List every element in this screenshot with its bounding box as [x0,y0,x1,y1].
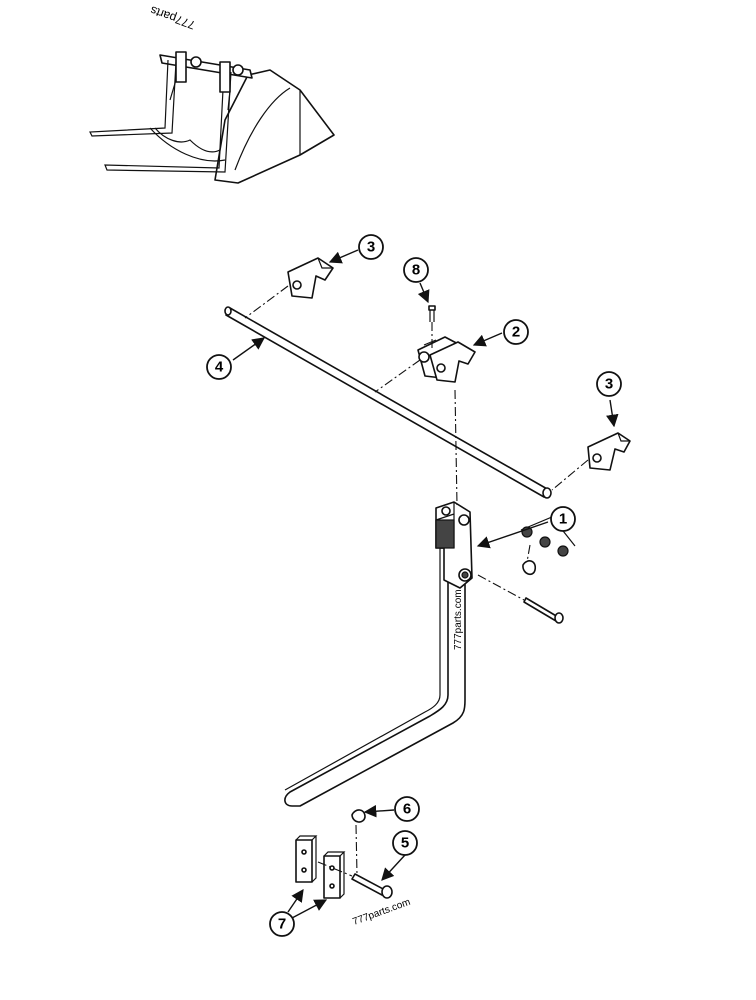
callout-3-right: 3 [596,371,622,397]
watermark-bottom: 777parts.com [351,897,412,928]
svg-text:4: 4 [215,359,224,376]
callout-5: 5 [392,830,418,856]
retainer-kit [520,516,576,624]
fork [284,501,473,807]
small-bolt [428,305,436,322]
svg-text:6: 6 [403,801,411,818]
svg-text:8: 8 [412,262,420,279]
callout-4: 4 [206,354,232,380]
clamp-bracket [417,336,476,383]
svg-text:2: 2 [512,324,520,341]
svg-text:5: 5 [401,835,409,852]
overview-bucket-illustration [89,51,335,184]
watermark-top: 777parts [148,3,197,32]
long-pin [224,306,552,499]
bracket-left [287,257,334,299]
svg-text:3: 3 [605,376,613,393]
svg-text:7: 7 [278,916,286,933]
callout-7: 7 [269,911,295,937]
callout-1: 1 [550,506,576,532]
pin-and-clip [351,809,393,899]
callout-3-upper: 3 [358,234,384,260]
bracket-right [587,432,631,471]
callout-arrows [232,249,619,919]
watermark-fork: 777parts.com [453,589,464,650]
callout-2: 2 [503,319,529,345]
svg-text:1: 1 [559,511,567,528]
alignment-leaders [244,285,589,877]
callout-8: 8 [403,257,429,283]
callout-6: 6 [394,796,420,822]
plates [295,835,346,899]
svg-text:3: 3 [367,239,375,256]
